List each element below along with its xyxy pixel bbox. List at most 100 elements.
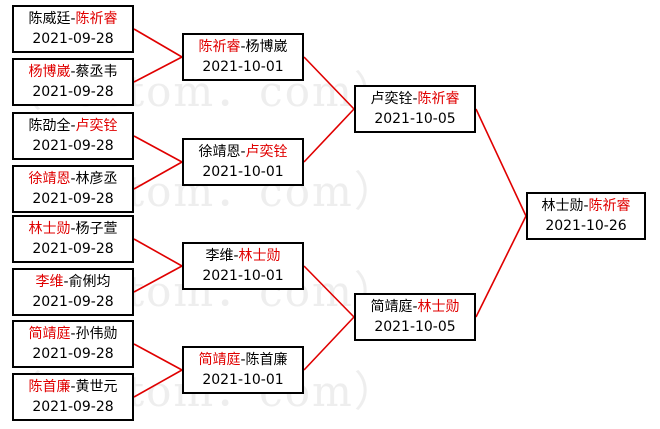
match-players: 李维-林士勋 (184, 246, 302, 266)
vs-separator: - (70, 118, 76, 134)
match-box-round-2: 简靖庭-陈首廉 2021-10-01 (182, 346, 304, 394)
match-box-round-3: 简靖庭-林士勋 2021-10-05 (354, 293, 476, 341)
player-name: 蔡丞韦 (75, 64, 118, 80)
match-date: 2021-09-28 (32, 138, 114, 154)
player-name: 林士勋 (417, 299, 460, 315)
bracket-connector-line (133, 369, 183, 398)
match-box-round-3: 卢奕铨-陈祈睿 2021-10-05 (354, 85, 476, 133)
match-players: 简靖庭-陈首廉 (184, 350, 302, 370)
player-name: 杨博崴 (28, 64, 71, 80)
match-date: 2021-09-28 (32, 241, 114, 257)
match-box-round-2: 李维-林士勋 2021-10-01 (182, 242, 304, 290)
player-name: 徐靖恩 (28, 171, 71, 187)
match-players: 杨博崴-蔡丞韦 (14, 62, 132, 82)
match-box-round-1: 杨博崴-蔡丞韦 2021-09-28 (12, 58, 134, 106)
vs-separator: - (70, 11, 76, 27)
match-players: 林士勋-陈祈睿 (528, 196, 644, 216)
match-box-round-1: 李维-俞俐均 2021-09-28 (12, 268, 134, 316)
vs-separator: - (240, 352, 246, 368)
match-date: 2021-10-05 (374, 111, 456, 127)
vs-separator: - (583, 198, 589, 214)
player-name: 陈祈睿 (75, 11, 118, 27)
match-players: 卢奕铨-陈祈睿 (356, 89, 474, 109)
vs-separator: - (240, 144, 246, 160)
player-name: 杨子萱 (75, 221, 118, 237)
match-date: 2021-09-28 (32, 84, 114, 100)
bracket-connector-line (133, 238, 183, 267)
bracket-connector-line (303, 108, 355, 163)
bracket-connector-line (133, 265, 183, 293)
match-box-round-1: 陈威廷-陈祈睿 2021-09-28 (12, 5, 134, 53)
vs-separator: - (412, 91, 418, 107)
player-name: 陈威廷 (28, 11, 71, 27)
vs-separator: - (70, 326, 76, 342)
player-name: 简靖庭 (28, 326, 71, 342)
match-date: 2021-10-26 (545, 218, 627, 234)
vs-separator: - (70, 64, 76, 80)
bracket-connector-line (303, 265, 355, 318)
player-name: 陈首廉 (28, 379, 71, 395)
vs-separator: - (70, 379, 76, 395)
match-players: 简靖庭-林士勋 (356, 297, 474, 317)
match-players: 陈首廉-黄世元 (14, 377, 132, 397)
match-box-round-2: 徐靖恩-卢奕铨 2021-10-01 (182, 138, 304, 186)
vs-separator: - (70, 221, 76, 237)
match-players: 陈威廷-陈祈睿 (14, 9, 132, 29)
match-box-round-4: 林士勋-陈祈睿 2021-10-26 (526, 192, 646, 240)
match-box-round-2: 陈祈睿-杨博崴 2021-10-01 (182, 33, 304, 81)
match-date: 2021-09-28 (32, 294, 114, 310)
vs-separator: - (240, 39, 246, 55)
player-name: 陈劭全 (28, 118, 71, 134)
player-name: 卢奕铨 (75, 118, 118, 134)
player-name: 陈首廉 (245, 352, 288, 368)
match-players: 徐靖恩-卢奕铨 (184, 142, 302, 162)
match-players: 林士勋-杨子萱 (14, 219, 132, 239)
player-name: 李维 (205, 248, 234, 264)
player-name: 陈祈睿 (588, 198, 631, 214)
bracket-connector-line (133, 161, 183, 190)
player-name: 林士勋 (238, 248, 281, 264)
player-name: 黄世元 (75, 379, 118, 395)
player-name: 孙伟勋 (75, 326, 118, 342)
bracket-connector-line (133, 28, 183, 58)
player-name: 杨博崴 (245, 39, 288, 55)
bracket-connector-line (133, 135, 183, 163)
player-name: 卢奕铨 (245, 144, 288, 160)
match-date: 2021-09-28 (32, 346, 114, 362)
match-box-round-1: 简靖庭-孙伟勋 2021-09-28 (12, 320, 134, 368)
match-players: 简靖庭-孙伟勋 (14, 324, 132, 344)
match-date: 2021-10-01 (202, 372, 284, 388)
match-date: 2021-09-28 (32, 31, 114, 47)
match-date: 2021-09-28 (32, 191, 114, 207)
player-name: 陈祈睿 (417, 91, 460, 107)
match-box-round-1: 陈劭全-卢奕铨 2021-09-28 (12, 112, 134, 160)
player-name: 林士勋 (28, 221, 71, 237)
bracket-connector-line (133, 343, 183, 371)
vs-separator: - (70, 171, 76, 187)
player-name: 简靖庭 (370, 299, 413, 315)
match-date: 2021-10-01 (202, 164, 284, 180)
player-name: 徐靖恩 (198, 144, 241, 160)
player-name: 俞俐均 (68, 274, 111, 290)
bracket-connector-line (303, 56, 355, 110)
match-date: 2021-10-05 (374, 319, 456, 335)
match-box-round-1: 林士勋-杨子萱 2021-09-28 (12, 215, 134, 263)
match-box-round-1: 陈首廉-黄世元 2021-09-28 (12, 373, 134, 421)
match-date: 2021-10-01 (202, 268, 284, 284)
bracket-connector-line (133, 56, 183, 83)
match-date: 2021-09-28 (32, 399, 114, 415)
vs-separator: - (63, 274, 69, 290)
player-name: 林士勋 (541, 198, 584, 214)
vs-separator: - (412, 299, 418, 315)
player-name: 林彦丞 (75, 171, 118, 187)
match-players: 陈祈睿-杨博崴 (184, 37, 302, 57)
player-name: 陈祈睿 (198, 39, 241, 55)
player-name: 简靖庭 (198, 352, 241, 368)
bracket-connector-line (475, 108, 527, 217)
match-date: 2021-10-01 (202, 59, 284, 75)
match-box-round-1: 徐靖恩-林彦丞 2021-09-28 (12, 165, 134, 213)
match-players: 李维-俞俐均 (14, 272, 132, 292)
bracket-connector-line (303, 316, 355, 371)
